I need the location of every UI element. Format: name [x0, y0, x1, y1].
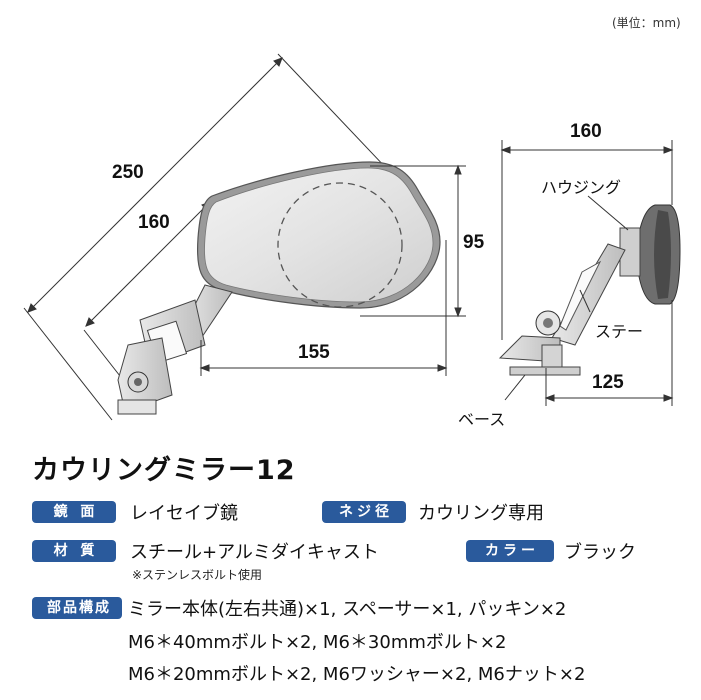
dim-label-155: 155 — [298, 342, 330, 363]
dim-label-side-160: 160 — [570, 121, 602, 142]
mirror-front-view — [117, 161, 441, 415]
dim-label-160-diagonal: 160 — [138, 212, 170, 233]
spec-parts-line-1: ミラー本体(左右共通)×1, スペーサー×1, パッキン×2 — [128, 599, 567, 620]
spec-badge-parts: 部品構成 — [32, 597, 122, 619]
dimension-line-125 — [544, 300, 674, 406]
dim-label-250: 250 — [112, 162, 144, 183]
spec-parts-line-2: M6＊40mmボルト×2, M6＊30mmボルト×2 — [128, 632, 507, 653]
spec-value-color: ブラック — [564, 542, 636, 563]
spec-value-screw: カウリング専用 — [418, 503, 544, 524]
spec-value-mirror: レイセイブ鏡 — [130, 503, 238, 524]
dim-label-95: 95 — [463, 232, 485, 253]
spec-parts-line-3: M6＊20mmボルト×2, M6ワッシャー×2, M6ナット×2 — [128, 664, 586, 685]
spec-value-material: スチール+アルミダイキャスト — [130, 542, 379, 563]
spec-note-material: ※ステンレスボルト使用 — [132, 568, 263, 582]
leader-stay — [579, 289, 591, 313]
product-title: カウリングミラー12 — [32, 455, 296, 486]
label-base: ベース — [458, 410, 506, 429]
dimension-line-155 — [199, 240, 448, 376]
leader-base — [504, 374, 526, 401]
dimension-line-250 — [23, 53, 389, 421]
mirror-side-view — [498, 204, 681, 376]
leader-housing — [587, 195, 629, 231]
mirror-dimension-drawing — [23, 53, 681, 421]
spec-badge-mirror: 鏡 面 — [32, 501, 116, 523]
spec-badge-color: カラー — [466, 540, 554, 562]
unit-note: (単位：mm) — [612, 16, 681, 30]
dimension-line-95 — [360, 164, 466, 318]
label-housing: ハウジング — [541, 178, 622, 197]
spec-badge-material: 材 質 — [32, 540, 116, 562]
dim-label-125: 125 — [592, 372, 624, 393]
label-stay: ステー — [595, 322, 644, 341]
dimension-line-side-160 — [500, 140, 674, 340]
spec-badge-screw: ネジ径 — [322, 501, 406, 523]
